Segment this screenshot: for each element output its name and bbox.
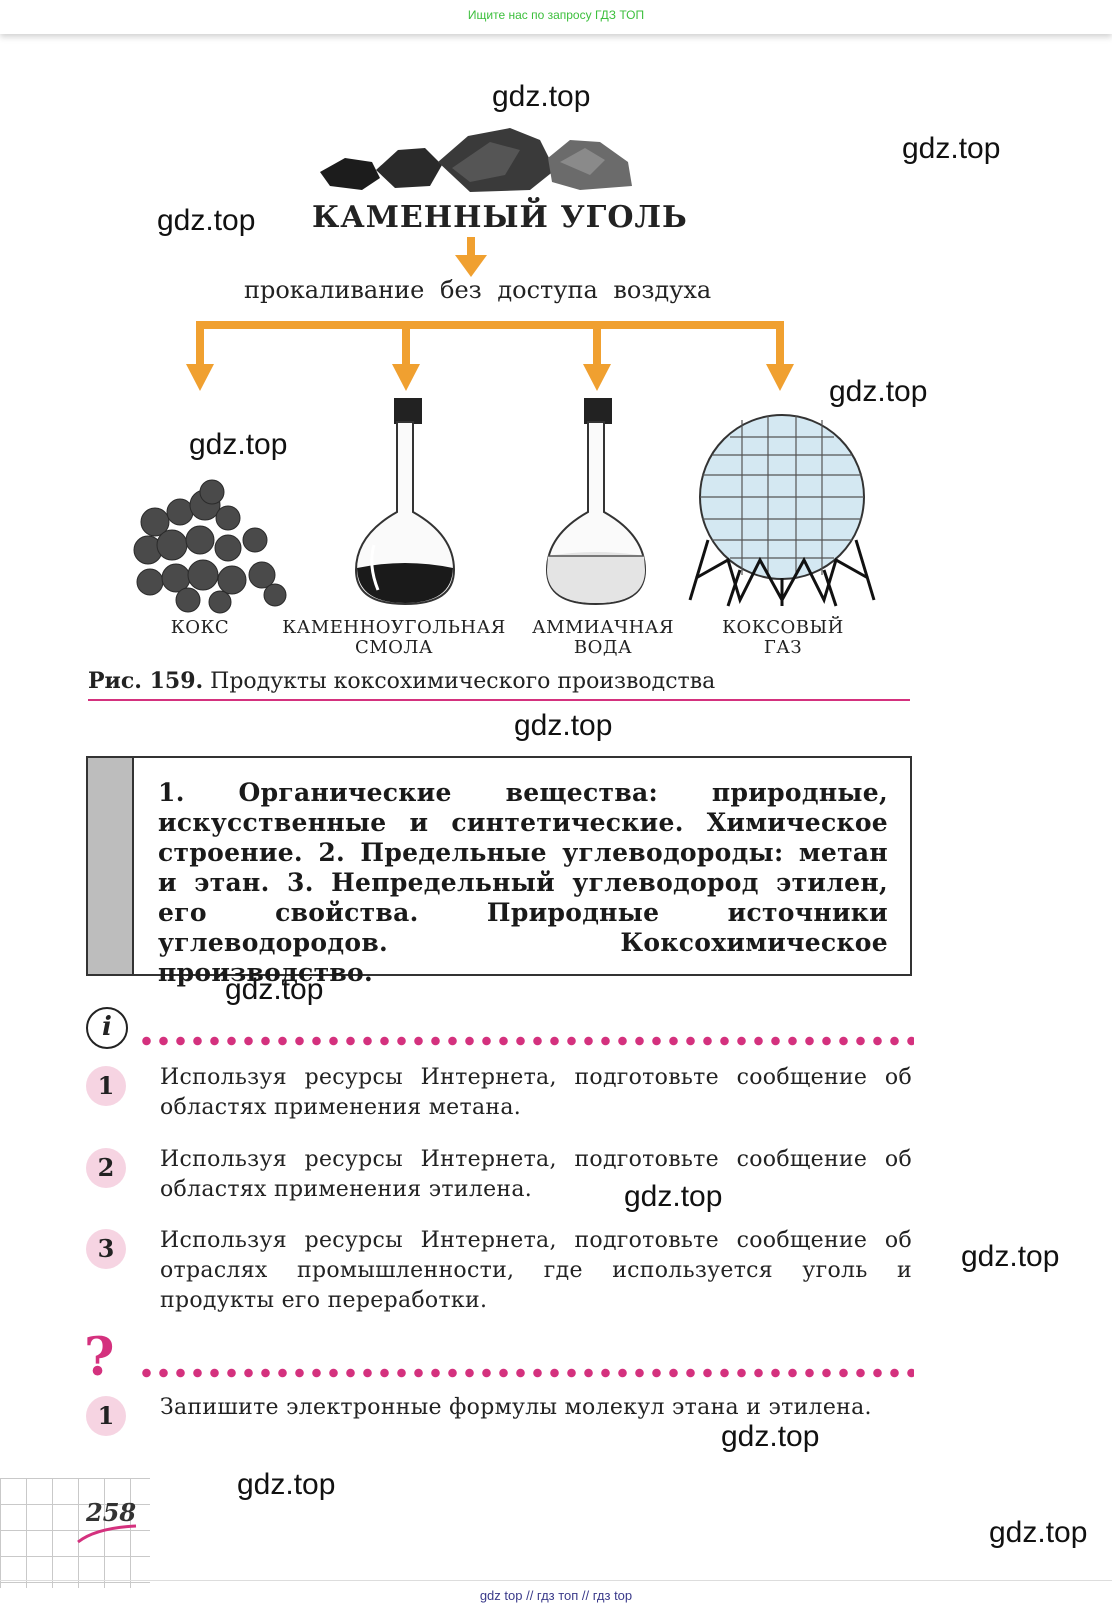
summary-box: 1. Органические вещества: природные, иск… xyxy=(86,756,912,987)
watermark: gdz.top xyxy=(624,1180,723,1213)
dotted-divider xyxy=(138,1036,914,1046)
figure-caption: Рис. 159. Продукты коксохимического прои… xyxy=(88,668,715,694)
flask-water-image xyxy=(545,398,647,606)
task-text: Используя ресурсы Интернета, подготовьте… xyxy=(160,1065,912,1120)
figure-process-label: прокаливание без доступа воздуха xyxy=(244,276,712,304)
question-number-badge: 1 xyxy=(86,1396,126,1436)
watermark: gdz.top xyxy=(829,375,928,408)
watermark: gdz.top xyxy=(189,428,288,461)
info-icon: i xyxy=(86,1007,128,1049)
top-banner: Ищите нас по запросу ГДЗ ТОП xyxy=(0,0,1112,34)
task-number-badge: 2 xyxy=(86,1148,126,1188)
question-text: Запишите электронные формулы молекул эта… xyxy=(160,1395,872,1420)
summary-side-strip xyxy=(88,758,134,974)
product-label-coke: КОКС xyxy=(170,617,230,638)
coke-pile-image xyxy=(133,479,287,614)
watermark: gdz.top xyxy=(237,1468,336,1501)
summary-text: 1. Органические вещества: природные, иск… xyxy=(158,778,888,987)
figure-source-title: КАМЕННЫЙ УГОЛЬ xyxy=(312,200,688,235)
figure-caption-text: Продукты коксохимического производства xyxy=(210,669,716,694)
watermark: gdz.top xyxy=(902,132,1001,165)
question-mark-icon: ? xyxy=(84,1327,115,1388)
watermark: gdz.top xyxy=(961,1240,1060,1273)
coal-lumps-image xyxy=(320,128,632,192)
task-number-badge: 1 xyxy=(86,1066,126,1106)
watermark: gdz.top xyxy=(157,204,256,237)
page-number-underline xyxy=(77,1524,137,1544)
footer-text: gdz top // гдз топ // гдз top xyxy=(479,1588,633,1603)
figure-graphic xyxy=(133,128,876,614)
watermark: gdz.top xyxy=(514,709,613,742)
top-banner-text: Ищите нас по запросу ГДЗ ТОП xyxy=(467,8,645,22)
watermark: gdz.top xyxy=(721,1420,820,1453)
arrow-down-main xyxy=(455,237,487,277)
watermark: gdz.top xyxy=(492,80,591,113)
caption-underline xyxy=(88,699,910,701)
figure-caption-number: Рис. 159. xyxy=(88,668,204,694)
page-number: 258 xyxy=(86,1498,137,1527)
flask-tar-image xyxy=(354,398,456,606)
dotted-divider xyxy=(138,1368,914,1378)
watermark: gdz.top xyxy=(989,1516,1088,1549)
gas-holder-image xyxy=(688,414,876,607)
task-text: Используя ресурсы Интернета, подготовьте… xyxy=(160,1147,912,1202)
task-number-badge: 3 xyxy=(86,1229,126,1269)
page-grid-corner xyxy=(0,1478,150,1588)
arrow-bus xyxy=(186,321,794,391)
task-text: Используя ресурсы Интернета, подготовьте… xyxy=(160,1228,912,1313)
watermark: gdz.top xyxy=(225,973,324,1006)
footer: gdz top // гдз топ // гдз top xyxy=(0,1580,1112,1610)
